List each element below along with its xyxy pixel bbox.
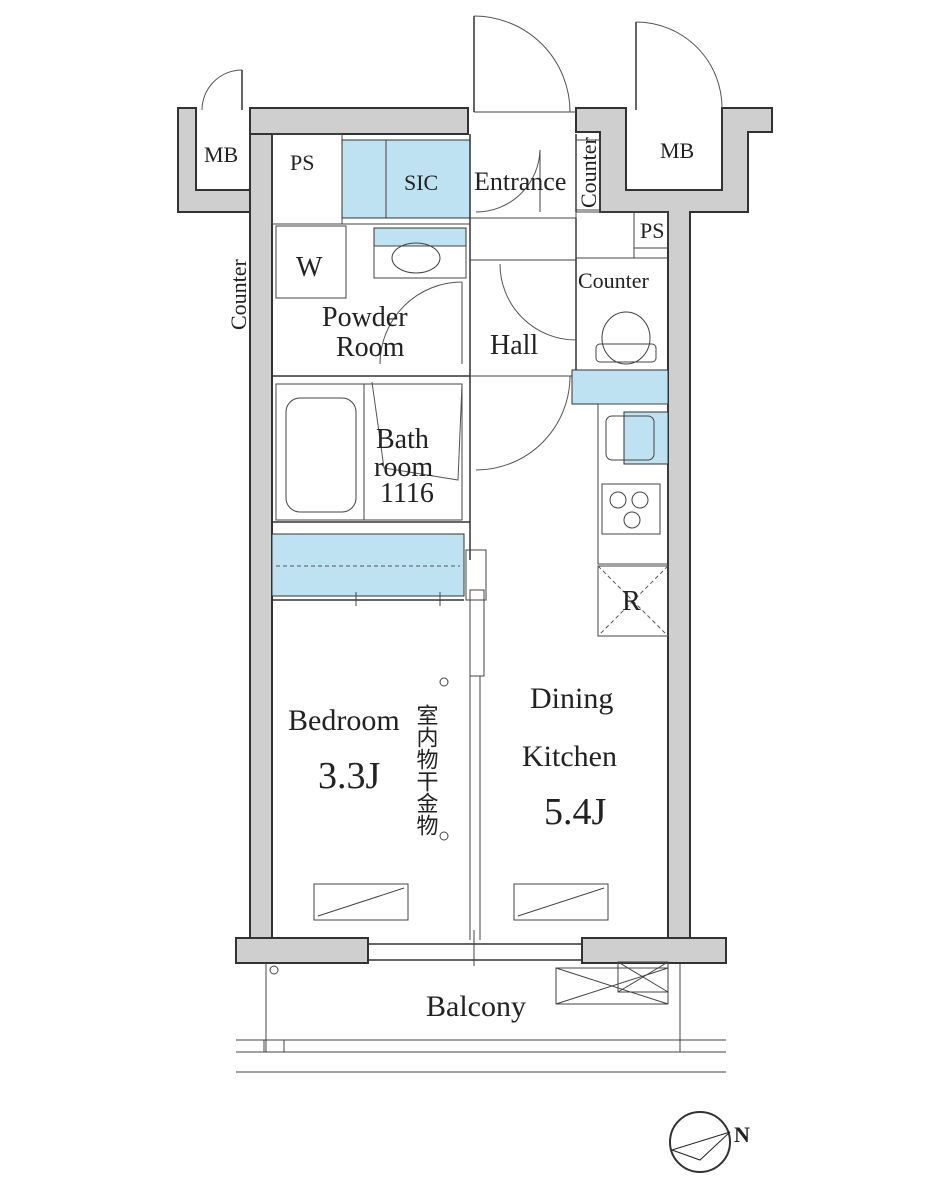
hall-label: Hall [490,330,538,361]
bedroom-label: Bedroom [288,704,400,737]
bathroom-label-1: Bath [376,424,429,455]
dining-label-2: Kitchen [522,740,617,773]
compass: N [669,1111,750,1173]
entrance-label: Entrance [474,167,566,196]
balcony-area [236,961,726,1073]
top-wall-left [249,107,469,135]
balcony-label: Balcony [426,990,526,1023]
partitions [271,133,669,966]
washer-label: W [296,252,323,283]
ps-left-label: PS [290,150,314,175]
refrigerator-label: R [622,586,641,617]
drying-hardware-label: 室内物干金物 [414,704,439,836]
bedroom-closet [271,533,465,597]
counter-left-label: Counter [226,258,251,330]
bathroom-label-3: 1116 [380,478,434,509]
powder-room-label-1: Powder [322,302,408,333]
sic-closet [341,139,471,219]
sic-label: SIC [404,170,438,195]
bottom-wall-left [235,937,369,964]
labels: MB MB PS PS SIC Entrance Counter Counter… [204,136,694,1023]
ps-right-label: PS [640,218,664,243]
walls [177,107,773,964]
right-wall-structure [575,107,773,964]
compass-north-label: N [734,1122,750,1147]
bedroom-size-label: 3.3J [318,755,380,797]
bathroom-label-2: room [374,452,433,483]
left-wall [249,107,273,964]
mb-right-label: MB [660,138,694,163]
bottom-wall-right [581,937,727,964]
dining-size-label: 5.4J [544,791,606,833]
powder-room-label-2: Room [336,332,405,363]
top-doors [201,15,723,113]
counter-entrance-label: Counter [576,136,601,208]
counter-toilet-label: Counter [578,268,650,293]
refrigerator-space [597,565,669,637]
mb-left-label: MB [204,142,238,167]
dining-label-1: Dining [530,682,613,715]
